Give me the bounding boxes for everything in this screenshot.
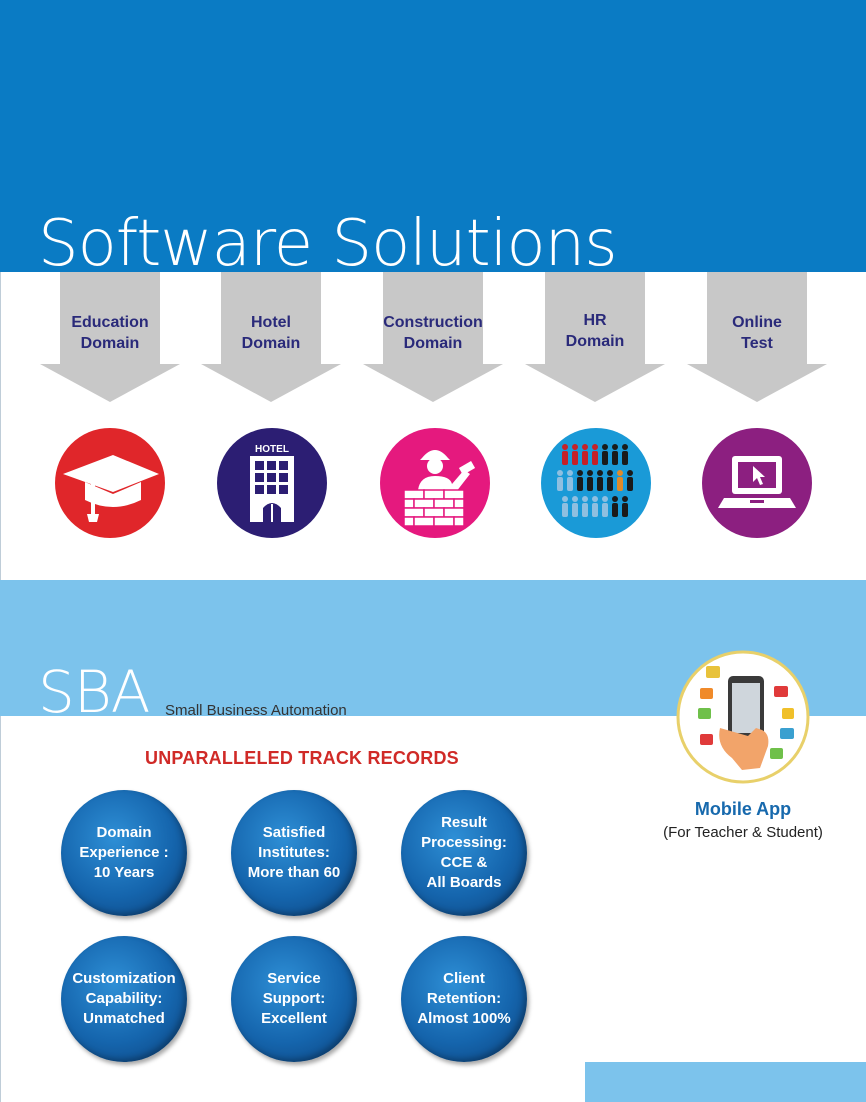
construction-worker-icon: [380, 428, 490, 538]
footer-accent-block: [585, 1062, 866, 1102]
mobile-app-subtitle: (For Teacher & Student): [663, 824, 823, 841]
arrow-shape: [363, 272, 503, 402]
header-banner: [0, 0, 866, 272]
arrow-shape: [201, 272, 341, 402]
sba-subtitle: Small Business Automation: [165, 702, 347, 719]
arrow-shape: [525, 272, 665, 402]
arrow-shape: [687, 272, 827, 402]
graduation-cap-icon: [55, 428, 165, 538]
sba-title: SBA: [38, 658, 150, 726]
mobile-app-title: Mobile App: [694, 799, 792, 819]
hotel-building-icon: HOTEL: [217, 428, 327, 538]
laptop-cursor-icon: [702, 428, 812, 538]
page-title: Software Solutions: [38, 207, 618, 281]
arrow-shape: [40, 272, 180, 402]
track-records-heading: UNPARALLELED TRACK RECORDS: [145, 748, 459, 768]
svg-text:HOTEL: HOTEL: [255, 444, 289, 455]
mobile-phone-hand-icon: [676, 650, 810, 784]
people-group-icon: [541, 428, 651, 538]
